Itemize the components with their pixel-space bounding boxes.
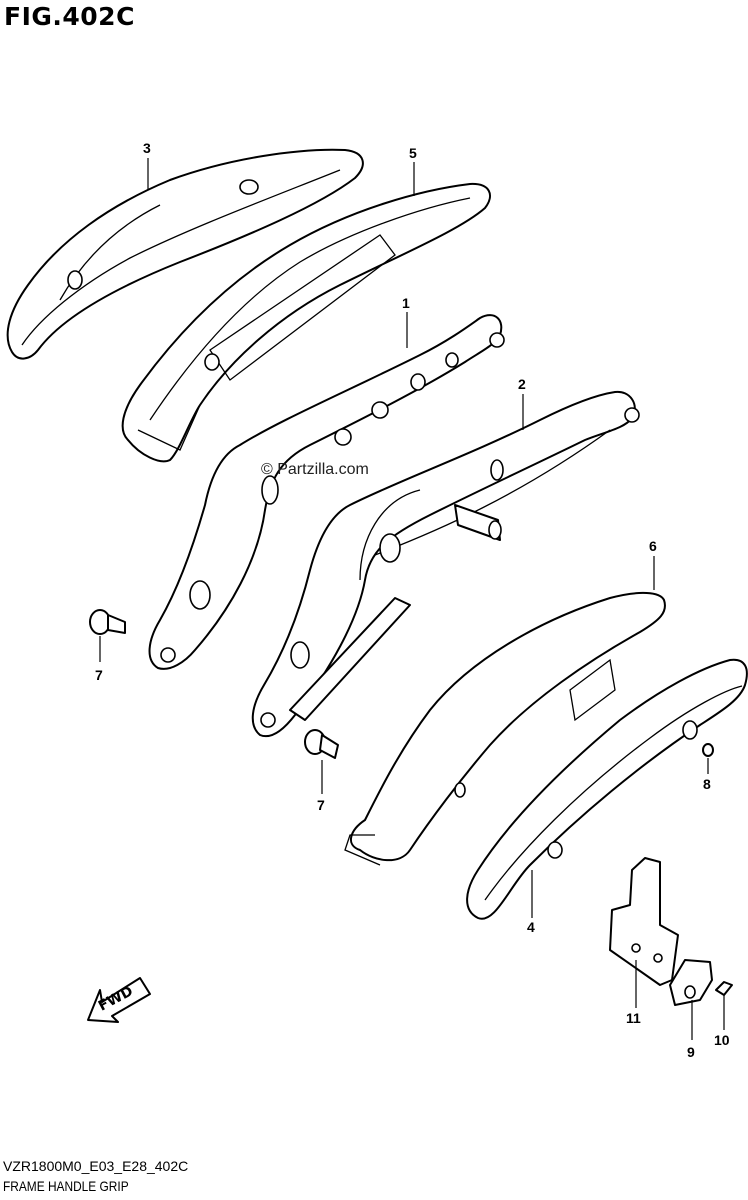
callout-6[interactable]: 6: [649, 538, 657, 554]
part-3-grip-cover[interactable]: [6, 148, 364, 360]
callout-4[interactable]: 4: [527, 919, 535, 935]
figure-title: FIG.402C: [4, 2, 135, 31]
part-2-frame-handle-right[interactable]: [251, 390, 640, 738]
part-4-lower-cover[interactable]: [466, 658, 748, 920]
part-9-clamp[interactable]: [669, 959, 713, 1006]
callout-7-upper[interactable]: 7: [95, 667, 103, 683]
callout-10[interactable]: 10: [714, 1032, 730, 1048]
callout-2[interactable]: 2: [518, 376, 526, 392]
part-7-bolt-lower[interactable]: [304, 729, 339, 759]
fwd-arrow-icon: [87, 977, 151, 1023]
callout-11[interactable]: 11: [626, 1010, 641, 1026]
part-8-washer[interactable]: [702, 743, 714, 757]
footer-figure-code: VZR1800M0_E03_E28_402C: [3, 1158, 189, 1174]
callout-1[interactable]: 1: [402, 295, 410, 311]
part-1-frame-handle-left[interactable]: [148, 314, 505, 670]
part-6-side-cover[interactable]: [344, 592, 666, 866]
callout-3[interactable]: 3: [143, 140, 151, 156]
part-5-upper-cover[interactable]: [121, 182, 491, 463]
footer-figure-name: FRAME HANDLE GRIP: [3, 1178, 129, 1194]
watermark: © Partzilla.com: [261, 461, 369, 478]
leader-lines: [99, 158, 725, 1040]
callout-9[interactable]: 9: [687, 1044, 695, 1060]
callout-8[interactable]: 8: [703, 776, 711, 792]
part-10-screw[interactable]: [715, 981, 733, 996]
part-11-bracket[interactable]: [609, 857, 679, 986]
callout-5[interactable]: 5: [409, 145, 417, 161]
callout-7-lower[interactable]: 7: [317, 797, 325, 813]
part-7-bolt-upper[interactable]: [89, 609, 126, 635]
